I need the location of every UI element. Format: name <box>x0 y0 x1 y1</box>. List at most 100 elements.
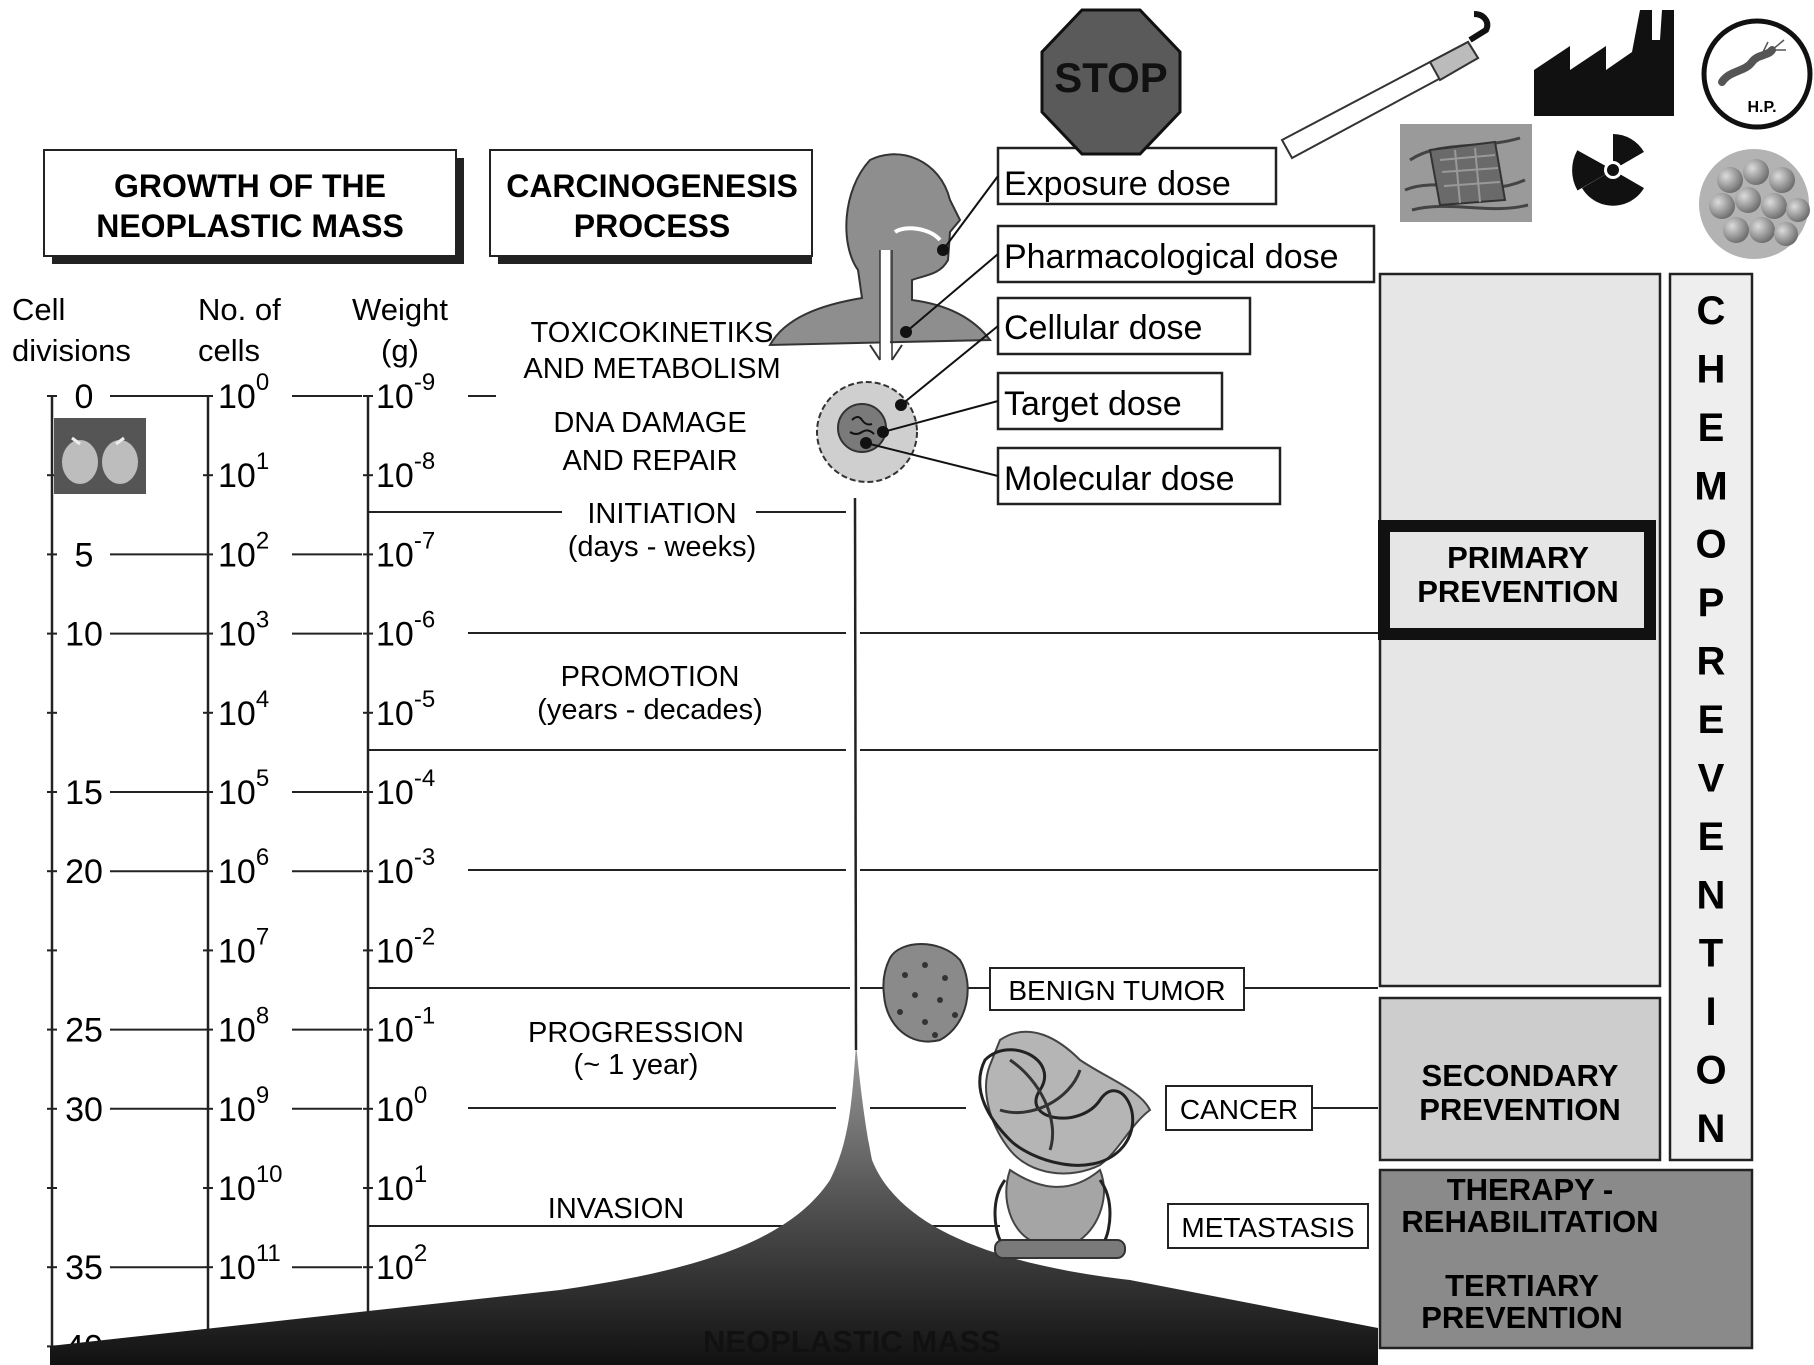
carcinogenesis-header: CARCINOGENESIS PROCESS <box>489 149 813 264</box>
dose-exposure: Exposure dose <box>1004 165 1231 203</box>
cancer-box: CANCER <box>1165 1085 1313 1131</box>
chemoprevention-letter: H <box>1697 347 1726 391</box>
dose-boxes: Exposure dose Pharmacological dose Cellu… <box>996 146 1376 506</box>
column-heading-no-of-cells-2: cells <box>198 333 260 368</box>
carcinogenesis-header-line2: PROCESS <box>574 208 730 244</box>
stage-dna-1: DNA DAMAGE <box>553 407 746 439</box>
column-heading-weight-2: (g) <box>381 333 419 368</box>
factory-icon <box>1534 10 1674 116</box>
growth-header-line2: NEOPLASTIC MASS <box>96 208 404 244</box>
chemoprevention-letter: M <box>1694 464 1727 508</box>
chemoprevention-letter: T <box>1699 932 1723 976</box>
stage-promotion-2: (years - decades) <box>537 694 763 726</box>
chemoprevention-letter: P <box>1698 581 1725 625</box>
stage-toxicokinetics-1: TOXICOKINETIKS <box>531 317 774 349</box>
stage-progression-1: PROGRESSION <box>528 1017 744 1049</box>
stop-sign-label: STOP <box>1054 54 1168 101</box>
no-of-cells-label: 1010 <box>218 1161 283 1208</box>
secondary-prevention-line2: PREVENTION <box>1419 1092 1621 1127</box>
hpylori-icon: H.P. <box>1701 18 1813 130</box>
cell-divisions-label: 5 <box>75 536 94 574</box>
primary-prevention-line2: PREVENTION <box>1417 574 1619 609</box>
column-heading-weight-1: Weight <box>352 292 448 327</box>
cigarette-icon <box>1280 11 1491 160</box>
benign-tumor-label: BENIGN TUMOR <box>1008 975 1225 1006</box>
column-heading-cell-divisions-2: divisions <box>12 333 131 368</box>
hpylori-label: H.P. <box>1747 99 1776 116</box>
column-heading-no-of-cells-1: No. of <box>198 292 281 327</box>
weight-label: 10-2 <box>376 923 435 970</box>
neoplastic-mass-shape <box>50 1045 1378 1365</box>
chemoprevention-letter: R <box>1697 640 1726 684</box>
no-of-cells-label: 108 <box>218 1003 269 1050</box>
cell-icon <box>816 381 918 483</box>
progression-axis-line <box>853 497 858 1051</box>
no-of-cells-label: 106 <box>218 844 269 891</box>
neoplastic-mass-label: NEOPLASTIC MASS <box>703 1324 1001 1359</box>
no-of-cells-label: 103 <box>218 607 269 654</box>
cancer-label: CANCER <box>1180 1094 1298 1125</box>
chemoprevention-letter: O <box>1695 523 1726 567</box>
weight-label: 101 <box>376 1161 427 1208</box>
stage-promotion-1: PROMOTION <box>561 661 740 693</box>
cell-divisions-label: 20 <box>65 853 103 891</box>
benign-tumor-icon <box>882 943 969 1043</box>
no-of-cells-label: 101 <box>218 448 269 495</box>
weight-label: 10-8 <box>376 448 435 495</box>
column-heading-cell-divisions-1: Cell <box>12 292 65 327</box>
weight-label: 10-6 <box>376 607 435 654</box>
chemoprevention-letter: E <box>1698 406 1725 450</box>
chemoprevention-letter: N <box>1697 1107 1726 1151</box>
no-of-cells-label: 105 <box>218 765 269 812</box>
tertiary-prevention-panel: THERAPY - REHABILITATION TERTIARY PREVEN… <box>1378 1168 1754 1350</box>
chemoprevention-letter: E <box>1698 698 1725 742</box>
metastasis-box: METASTASIS <box>1167 1203 1369 1249</box>
chemoprevention-letter: E <box>1698 815 1725 859</box>
stage-invasion: INVASION <box>548 1193 684 1225</box>
growth-header-line1: GROWTH OF THE <box>114 168 386 204</box>
chemoprevention-letter: I <box>1705 990 1716 1034</box>
cell-divisions-label: 35 <box>65 1249 103 1287</box>
chemoprevention-letter: V <box>1698 756 1725 800</box>
no-of-cells-label: 104 <box>218 686 269 733</box>
no-of-cells-label: 107 <box>218 923 269 970</box>
cell-divisions-label: 25 <box>65 1012 103 1050</box>
cancer-icon <box>978 1030 1152 1175</box>
secondary-prevention-line1: SECONDARY <box>1422 1058 1619 1093</box>
tertiary-prevention-line2: PREVENTION <box>1421 1300 1623 1335</box>
tertiary-prevention-line1: TERTIARY <box>1445 1268 1599 1303</box>
no-of-cells-label: 1011 <box>218 1240 281 1287</box>
stage-initiation-1: INITIATION <box>587 498 736 530</box>
no-of-cells-label: 109 <box>218 1082 269 1129</box>
weight-label: 102 <box>376 1240 427 1287</box>
metastasis-icon <box>993 1168 1126 1259</box>
stage-progression-2: (~ 1 year) <box>574 1049 699 1081</box>
dose-pharmacological: Pharmacological dose <box>1004 238 1339 276</box>
primary-prevention-line1: PRIMARY <box>1447 540 1589 575</box>
stage-initiation-2: (days - weeks) <box>568 531 757 563</box>
dose-molecular: Molecular dose <box>1004 460 1235 498</box>
chemoprevention-letter: N <box>1697 873 1726 917</box>
metastasis-label: METASTASIS <box>1181 1212 1354 1243</box>
dose-target: Target dose <box>1004 385 1182 423</box>
cell-divisions-label: 15 <box>65 774 103 812</box>
chemoprevention-letter: O <box>1695 1049 1726 1093</box>
dose-cellular: Cellular dose <box>1004 309 1202 347</box>
secondary-prevention-panel: SECONDARY PREVENTION <box>1378 996 1662 1162</box>
weight-label: 10-4 <box>376 765 435 812</box>
stage-dna-2: AND REPAIR <box>562 445 737 477</box>
chemoprevention-letter: C <box>1697 289 1726 333</box>
virus-cells-icon <box>1699 149 1810 259</box>
radiation-icon <box>1572 134 1649 206</box>
cell-divisions-label: 10 <box>65 616 103 654</box>
weight-label: 10-7 <box>376 527 435 574</box>
weight-label: 100 <box>376 1082 427 1129</box>
stage-dividers <box>368 395 1378 1227</box>
food-icon <box>1400 124 1532 222</box>
carcinogenesis-header-line1: CARCINOGENESIS <box>506 168 798 204</box>
cell-division-micrograph <box>54 418 146 494</box>
cell-divisions-label: 0 <box>75 378 94 416</box>
